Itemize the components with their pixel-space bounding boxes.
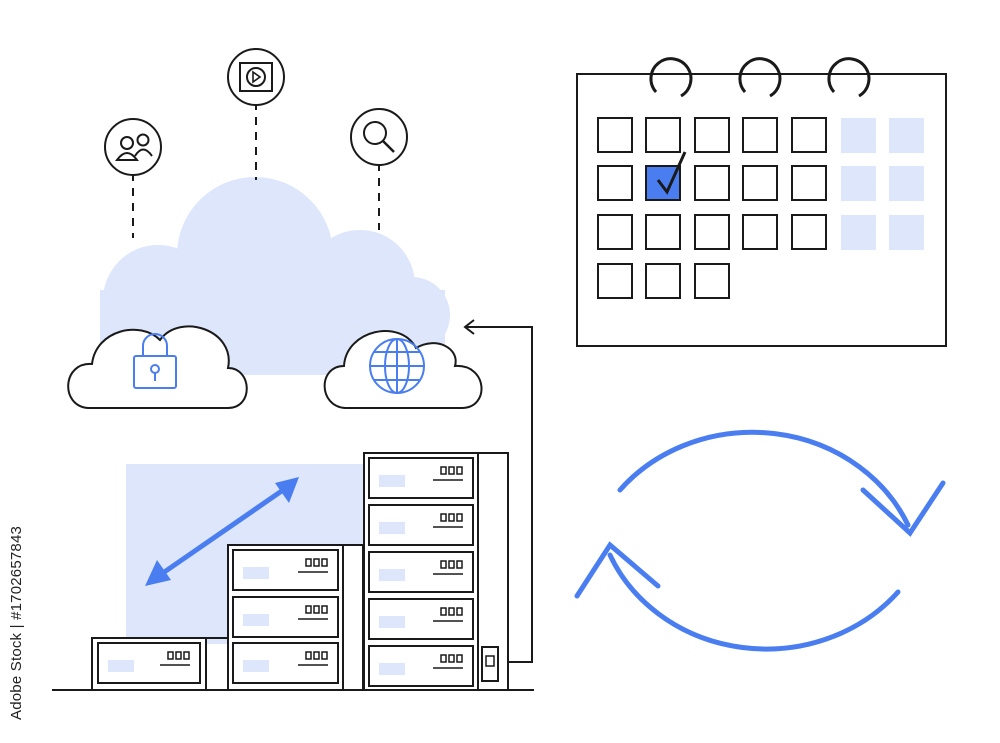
calendar-day bbox=[791, 117, 827, 153]
calendar-day bbox=[694, 165, 730, 201]
calendar-day bbox=[694, 214, 730, 250]
calendar-day bbox=[597, 165, 633, 201]
checkmark-icon bbox=[656, 151, 687, 195]
calendar-day bbox=[645, 263, 681, 299]
calendar-day bbox=[597, 214, 633, 250]
large-cloud bbox=[100, 177, 450, 375]
calendar-day bbox=[694, 263, 730, 299]
calendar-day-shaded bbox=[889, 118, 924, 153]
server-unit bbox=[97, 642, 201, 684]
server-unit bbox=[232, 596, 339, 638]
globe-cloud bbox=[323, 330, 483, 409]
server-unit bbox=[232, 549, 339, 591]
padlock-icon bbox=[133, 333, 177, 389]
cloud-link-arrow bbox=[463, 319, 533, 663]
calendar-day bbox=[742, 117, 778, 153]
search-icon bbox=[350, 108, 408, 166]
server-unit bbox=[368, 504, 474, 546]
calendar-day-shaded bbox=[889, 215, 924, 250]
stock-id-label: Adobe Stock | #1702657843 bbox=[8, 525, 25, 720]
users-icon bbox=[104, 118, 162, 176]
port-icon bbox=[481, 646, 499, 682]
calendar-day bbox=[694, 117, 730, 153]
calendar-day bbox=[597, 263, 633, 299]
calendar-day-shaded bbox=[841, 166, 876, 201]
calendar-day-shaded bbox=[841, 118, 876, 153]
calendar-day bbox=[645, 214, 681, 250]
calendar-day-selected bbox=[645, 165, 681, 201]
sync-arrows-icon bbox=[574, 429, 946, 652]
padlock-cloud bbox=[67, 325, 248, 409]
calendar-day bbox=[742, 165, 778, 201]
calendar-day bbox=[791, 165, 827, 201]
globe-icon bbox=[369, 338, 425, 394]
server-group bbox=[52, 452, 534, 691]
calendar-day-shaded bbox=[889, 166, 924, 201]
server-unit bbox=[368, 551, 474, 593]
calendar-day bbox=[645, 117, 681, 153]
binder-rings bbox=[649, 57, 871, 98]
calendar-icon bbox=[576, 57, 947, 347]
calendar-day bbox=[791, 214, 827, 250]
calendar-day-shaded bbox=[841, 215, 876, 250]
calendar-day bbox=[597, 117, 633, 153]
cloud-group bbox=[67, 48, 533, 663]
server-unit bbox=[368, 598, 474, 640]
video-play-icon bbox=[227, 48, 285, 106]
server-unit bbox=[368, 457, 474, 499]
server-unit bbox=[368, 645, 474, 687]
resize-arrow-icon bbox=[145, 477, 299, 586]
calendar-day bbox=[742, 214, 778, 250]
server-unit bbox=[232, 642, 339, 684]
